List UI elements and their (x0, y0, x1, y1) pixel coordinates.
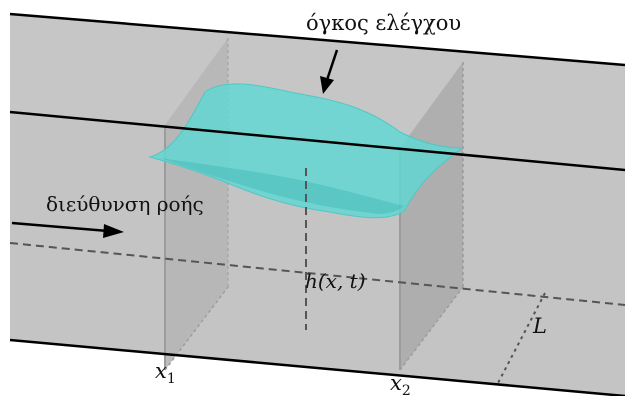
section-x2-bottom-edge (399, 286, 464, 371)
channel-mid-edge (9, 110, 625, 172)
x1-symbol: x (155, 359, 167, 383)
channel-top-edge (9, 12, 625, 67)
x1-label: x1 (155, 359, 176, 387)
control-volume-label: όγκος ελέγχου (306, 11, 461, 35)
control-volume-arrow-shaft (325, 49, 339, 81)
flow-direction-label: διεύθυνση ροής (46, 192, 204, 216)
x2-label: x2 (390, 371, 411, 396)
section-x1-bottom-edge (164, 286, 229, 371)
flow-arrow-head (103, 224, 124, 238)
x2-subscript: 2 (402, 383, 411, 396)
x1-subscript: 1 (167, 371, 176, 387)
flow-arrow-shaft (11, 221, 109, 233)
width-marker-line (497, 292, 546, 384)
height-label: h(x, t) (305, 269, 366, 293)
channel-bottom-edge (9, 338, 625, 396)
control-volume-arrow-head (320, 76, 334, 94)
water-surface-shade (160, 158, 404, 214)
water-surface (148, 83, 464, 219)
width-label: L (532, 314, 547, 338)
x2-symbol: x (390, 371, 402, 395)
